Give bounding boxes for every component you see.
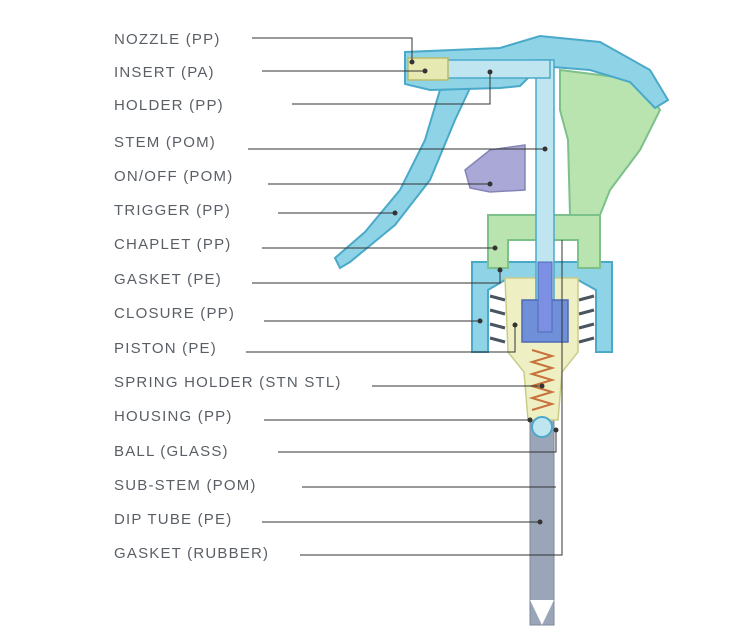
label-stem: STEM (POM) (114, 134, 216, 151)
label-insert: INSERT (PA) (114, 64, 215, 81)
shroud (404, 34, 670, 110)
label-gasket-pe: GASKET (PE) (114, 271, 222, 288)
ball (531, 416, 553, 438)
label-dip-tube: DIP TUBE (PE) (114, 511, 233, 528)
label-piston: PISTON (PE) (114, 340, 217, 357)
leader-gasket-pe (252, 270, 501, 284)
label-spring-holder: SPRING HOLDER (STN STL) (114, 374, 342, 391)
dot (542, 146, 548, 152)
label-nozzle: NOZZLE (PP) (114, 31, 221, 48)
leader-ball (278, 430, 557, 453)
label-holder: HOLDER (PP) (114, 97, 224, 114)
leader-nozzle (252, 37, 413, 62)
label-gasket-rubber: GASKET (RUBBER) (114, 545, 270, 562)
leader-dots (392, 59, 559, 525)
trigger (333, 86, 472, 270)
label-trigger: TRIGGER (PP) (114, 202, 231, 219)
label-closure: CLOSURE (PP) (114, 305, 236, 322)
dot (477, 318, 483, 324)
label-sub-stem: SUB-STEM (POM) (114, 477, 257, 494)
dot (497, 267, 503, 273)
dot (422, 68, 428, 74)
leader-holder (292, 72, 491, 105)
dot (512, 322, 518, 328)
leader-gasket-rubber (300, 240, 563, 556)
closure-threads (489, 294, 595, 344)
dot (539, 383, 545, 389)
leader-piston (246, 325, 516, 353)
label-housing: HOUSING (PP) (114, 408, 233, 425)
dot (409, 59, 415, 65)
dot (487, 181, 493, 187)
spring (528, 349, 556, 411)
piston-core (537, 261, 553, 333)
dot (392, 210, 398, 216)
dot (527, 417, 533, 423)
on-off (464, 144, 526, 193)
dip-tube-tip (530, 600, 554, 625)
label-chaplet: CHAPLET (PP) (114, 236, 232, 253)
dot (492, 245, 498, 251)
dot (487, 69, 493, 75)
label-ball: BALL (GLASS) (114, 443, 229, 460)
label-on-off: ON/OFF (POM) (114, 168, 234, 185)
dot (553, 427, 559, 433)
nozzle-tip (407, 57, 449, 81)
leader-lines (246, 37, 563, 556)
dot (537, 519, 543, 525)
chaplet (487, 214, 601, 269)
